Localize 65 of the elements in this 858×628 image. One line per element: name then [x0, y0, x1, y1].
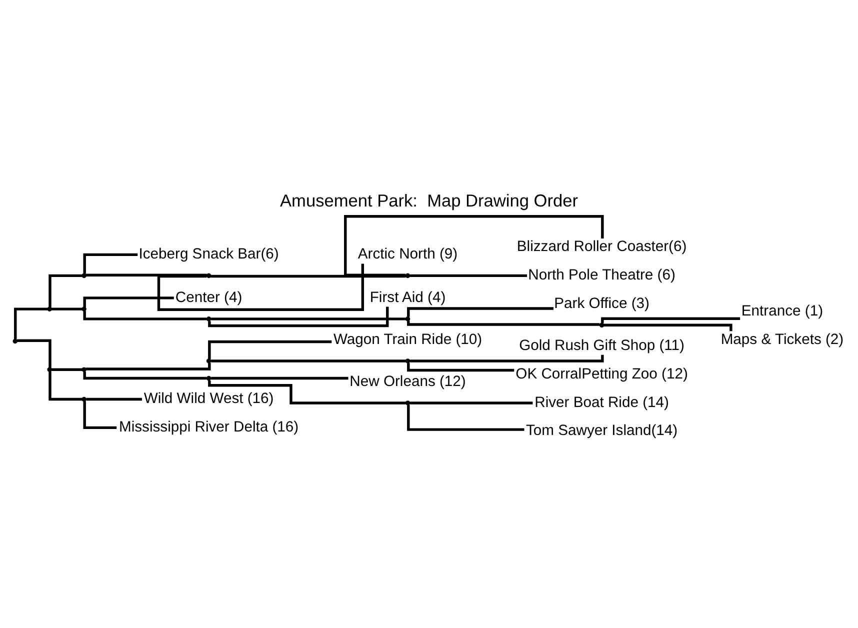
connector	[211, 376, 348, 380]
connector	[14, 308, 48, 340]
node-point	[405, 273, 410, 278]
connector	[208, 380, 406, 404]
connector	[48, 372, 82, 401]
connector	[210, 274, 406, 278]
node-text: Gold Rush Gift Shop (11)	[519, 338, 684, 354]
node-text: Iceberg Snack Bar(6)	[138, 246, 279, 263]
node-text: Blizzard Roller Coaster(6)	[516, 239, 687, 256]
node-point	[405, 358, 410, 364]
connector	[83, 253, 138, 274]
connector	[51, 308, 82, 310]
node-point	[47, 367, 52, 372]
node-point	[82, 396, 86, 402]
node-text: Center (4)	[175, 290, 242, 306]
node-point	[82, 367, 86, 372]
node-text: North Pole Theatre (6)	[528, 268, 676, 284]
connector	[48, 274, 82, 308]
node-point	[206, 273, 212, 278]
connector	[410, 402, 533, 404]
connector	[407, 320, 600, 326]
node-point	[599, 322, 604, 328]
connector	[344, 215, 604, 276]
connector	[407, 307, 554, 317]
node-text: OK CorralPetting Zoo (12)	[516, 366, 688, 382]
diagram-title: Amusement Park: Map Drawing Order	[280, 190, 578, 211]
node-point	[206, 376, 212, 381]
node-point	[82, 273, 86, 278]
node-text: Park Office (3)	[554, 296, 650, 312]
node-text: New Orleans (12)	[350, 374, 466, 390]
node-text: Tom Sawyer Island(14)	[526, 423, 678, 440]
connector	[211, 360, 406, 362]
node-point	[405, 400, 410, 406]
connector	[410, 274, 528, 278]
node-text: Maps & Tickets (2)	[720, 332, 844, 348]
node-text: Wagon Train Ride (10)	[333, 332, 482, 348]
node-point	[206, 358, 212, 364]
node-point	[82, 306, 86, 312]
node-text: First Aid (4)	[370, 290, 446, 306]
node-text: Entrance (1)	[741, 303, 824, 320]
connector	[51, 368, 82, 371]
node-point	[206, 316, 212, 322]
connector	[211, 318, 406, 320]
connector	[208, 306, 389, 328]
connector	[17, 339, 52, 368]
connector	[604, 324, 732, 332]
connector	[83, 296, 174, 308]
connector	[86, 274, 207, 276]
node-point	[47, 306, 52, 312]
connector	[601, 317, 740, 324]
connector	[83, 310, 207, 320]
connector	[83, 372, 207, 380]
connector	[208, 340, 332, 360]
connector	[407, 404, 524, 431]
node-text: Wild Wild West (16)	[144, 391, 274, 408]
node-point	[405, 316, 410, 322]
node-point	[12, 338, 18, 344]
node-text: Arctic North (9)	[358, 246, 458, 263]
node-text: River Boat Ride (14)	[534, 394, 669, 411]
connector	[157, 264, 364, 311]
connector	[407, 362, 514, 372]
node-text: Mississippi River Delta (16)	[118, 420, 299, 436]
connector	[86, 362, 211, 370]
connector	[83, 401, 117, 430]
connector	[86, 398, 142, 401]
